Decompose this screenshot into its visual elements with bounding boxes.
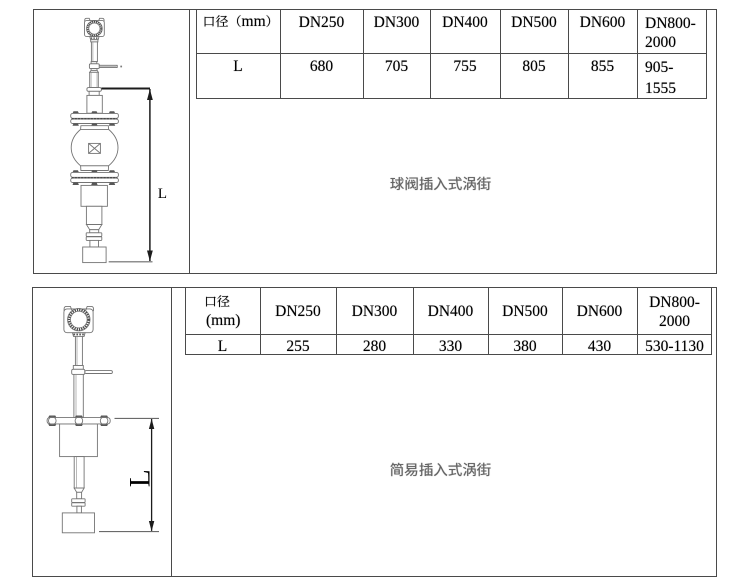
svg-text:L: L (158, 185, 167, 202)
svg-text:L: L (125, 469, 157, 487)
